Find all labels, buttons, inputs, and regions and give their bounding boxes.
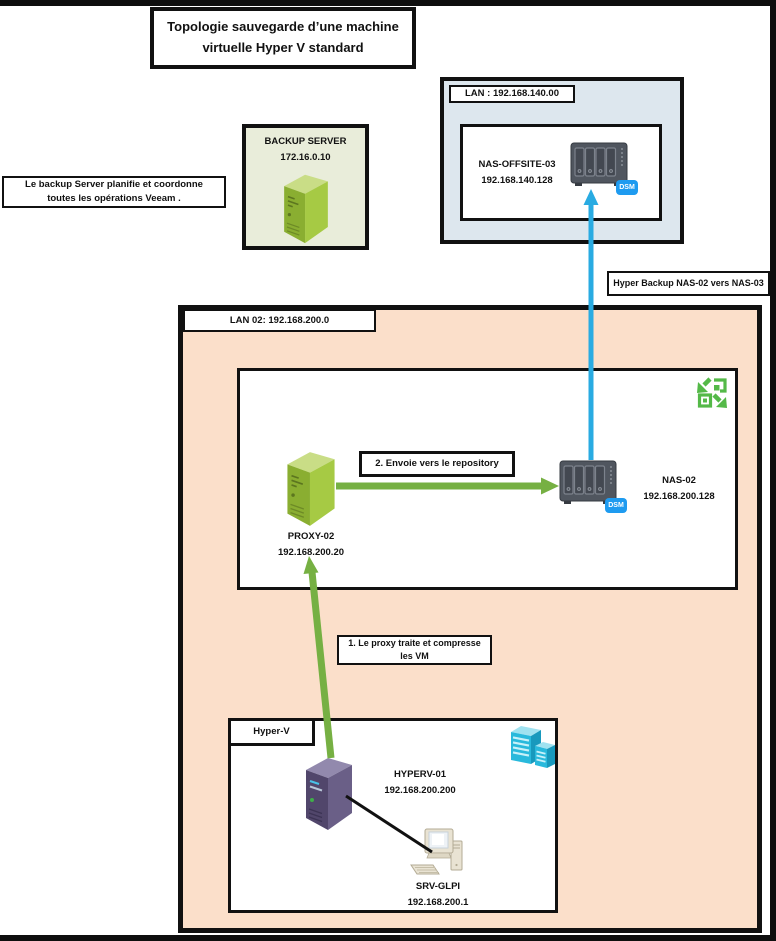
step2-label-box: 2. Envoie vers le repository [359,451,515,477]
nas02-icon-wrap: DSM [558,459,627,515]
step1-label-box: 1. Le proxy traite et compresse les VM [337,635,492,665]
offsite-lan-zone: LAN : 192.168.140.00 NAS-OFFSITE-03 192.… [440,77,684,244]
teal-rack-servers-icon [511,726,555,768]
backup-server-name: BACKUP SERVER [264,136,347,147]
proxy-label: PROXY-02 192.168.200.20 [248,529,374,560]
hyperv-host-box: Hyper-V HYPERV-01 192.168.200.200 [228,718,558,913]
green-tower-server-icon [284,174,328,244]
frame-right-border [770,0,776,941]
hyperv-host-ip: 192.168.200.200 [384,784,456,796]
repository-node-box: PROXY-02 192.168.200.20 2. Envoie vers l… [237,368,738,590]
compression-qr-icon [697,377,727,408]
srv-glpi-name: SRV-GLPI [415,881,461,892]
dsm-badge: DSM [616,180,638,195]
offsite-nas-ip: 192.168.140.128 [481,174,553,186]
diagram-title: Topologie sauvegarde d’une machine virtu… [150,7,416,69]
lan02-label-box: LAN 02: 192.168.200.0 [183,309,376,332]
desktop-computer-icon [410,828,463,875]
offsite-lan-label: LAN : 192.168.140.00 [464,88,559,100]
hyperv-host-name: HYPERV-01 [393,769,447,780]
diagram-title-line2: virtuelle Hyper V standard [202,40,364,55]
lan02-label: LAN 02: 192.168.200.0 [229,314,330,326]
frame-top-border [0,0,776,6]
hyperv-host-label: HYPERV-01 192.168.200.200 [359,767,481,798]
offsite-nas-icon-wrap: DSM [569,141,638,197]
diagram-title-line1: Topologie sauvegarde d’une machine [167,19,399,35]
backup-note-line1: Le backup Server planifie et coordonne [25,179,203,191]
step1-label-line1: 1. Le proxy traite et compresse [348,637,481,648]
backup-server-label: BACKUP SERVER 172.16.0.10 [246,134,365,165]
nas02-ip: 192.168.200.128 [643,490,715,502]
srv-glpi-ip: 192.168.200.1 [407,896,469,908]
srv-glpi-label: SRV-GLPI 192.168.200.1 [373,879,503,910]
backup-note-line2: toutes les opérations Veeam . [47,193,181,204]
offsite-nas-name: NAS-OFFSITE-03 [478,159,556,170]
offsite-lan-label-box: LAN : 192.168.140.00 [449,85,575,103]
offsite-nas-node: NAS-OFFSITE-03 192.168.140.128 [460,124,662,221]
green-tower-server-icon [287,452,335,526]
backup-server-ip: 172.16.0.10 [280,151,331,163]
hyper-backup-label: Hyper Backup NAS-02 vers NAS-03 [613,277,764,288]
frame-bottom-border [0,935,776,941]
step2-label: 2. Envoie vers le repository [375,458,499,470]
nas02-label: NAS-02 192.168.200.128 [624,473,734,504]
purple-tower-server-icon [306,758,352,830]
dsm-badge: DSM [605,498,627,513]
proxy-name: PROXY-02 [287,531,335,542]
nas02-name: NAS-02 [662,475,696,486]
proxy-ip: 192.168.200.20 [277,546,345,558]
backup-note: Le backup Server planifie et coordonne t… [2,176,226,208]
dsm-badge-text: DSM [608,502,624,509]
backup-server-node: BACKUP SERVER 172.16.0.10 [242,124,369,250]
dsm-badge-text: DSM [619,184,635,191]
synology-nas-icon [570,142,628,186]
synology-nas-icon [559,460,617,504]
hyper-backup-label-box: Hyper Backup NAS-02 vers NAS-03 [607,271,770,296]
offsite-nas-label: NAS-OFFSITE-03 192.168.140.128 [467,157,567,188]
hyperv-label-box: Hyper-V [228,718,315,746]
step1-label-line2: les VM [400,651,429,661]
hyperv-label: Hyper-V [253,726,290,738]
